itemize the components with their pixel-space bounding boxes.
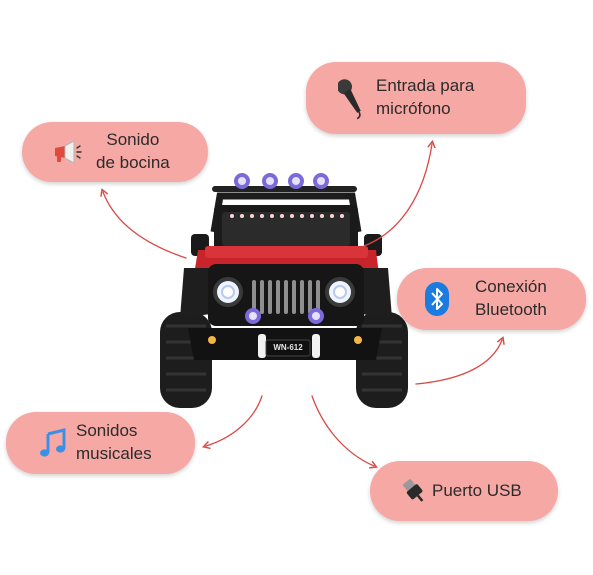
music-note-icon	[38, 428, 68, 458]
feature-bt-line2: Bluetooth	[475, 300, 547, 319]
arrow-to-usb	[311, 395, 378, 469]
feature-music-line2: musicales	[76, 444, 152, 463]
feature-microphone-input: Entrada para micrófono	[306, 62, 526, 134]
bluetooth-icon	[425, 282, 449, 316]
feature-horn-line2: de bocina	[96, 153, 170, 172]
feature-usb-label: Puerto USB	[432, 480, 522, 500]
feature-bluetooth: Conexión Bluetooth	[397, 268, 586, 330]
usb-plug-icon	[400, 477, 428, 505]
feature-mic-line2: micrófono	[376, 99, 451, 118]
license-plate: WN-612	[273, 343, 303, 352]
feature-bt-line1: Conexión	[475, 277, 547, 297]
feature-horn-line1: Sonido	[106, 130, 160, 150]
arrow-to-music	[201, 395, 263, 450]
feature-music-sounds: Sonidos musicales	[6, 412, 195, 474]
arrow-to-mic	[363, 139, 436, 247]
arrow-to-horn	[100, 188, 187, 259]
feature-mic-line1: Entrada para	[376, 76, 475, 96]
arrow-to-bluetooth	[415, 336, 505, 385]
roof-lights	[212, 173, 357, 192]
megaphone-icon	[52, 139, 82, 165]
feature-horn-sound: Sonido de bocina	[22, 122, 208, 182]
microphone-icon	[338, 76, 364, 120]
feature-music-line1: Sonidos	[76, 421, 138, 441]
feature-usb-port: Puerto USB	[370, 461, 558, 521]
